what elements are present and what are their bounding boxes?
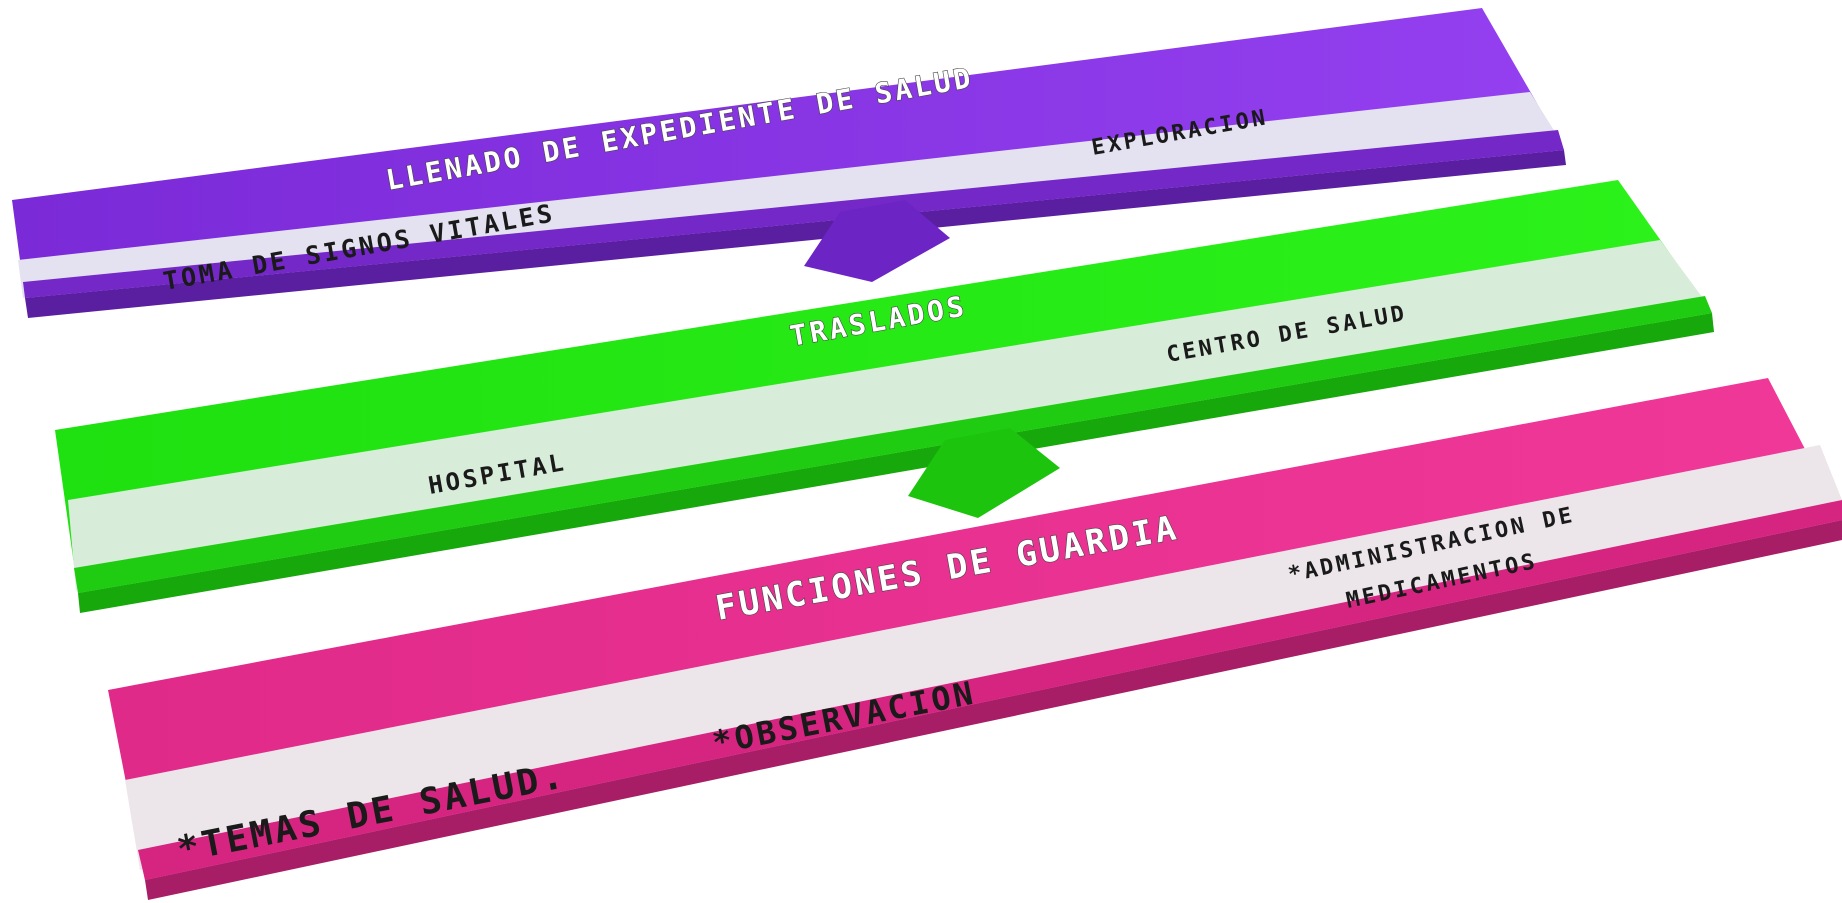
step-3-edge [145, 520, 1842, 900]
step-3-stripe [125, 445, 1842, 870]
step-1-arrow [804, 200, 950, 282]
step-2-block: TRASLADOS HOSPITAL CENTRO DE SALUD [55, 180, 1714, 613]
step-1-lip [23, 130, 1564, 298]
step-1-edge [25, 150, 1566, 318]
step-2-lip [74, 296, 1712, 593]
step-3-lip [138, 500, 1842, 880]
step-2-arrow [908, 428, 1060, 518]
step-2-edge [78, 313, 1714, 613]
